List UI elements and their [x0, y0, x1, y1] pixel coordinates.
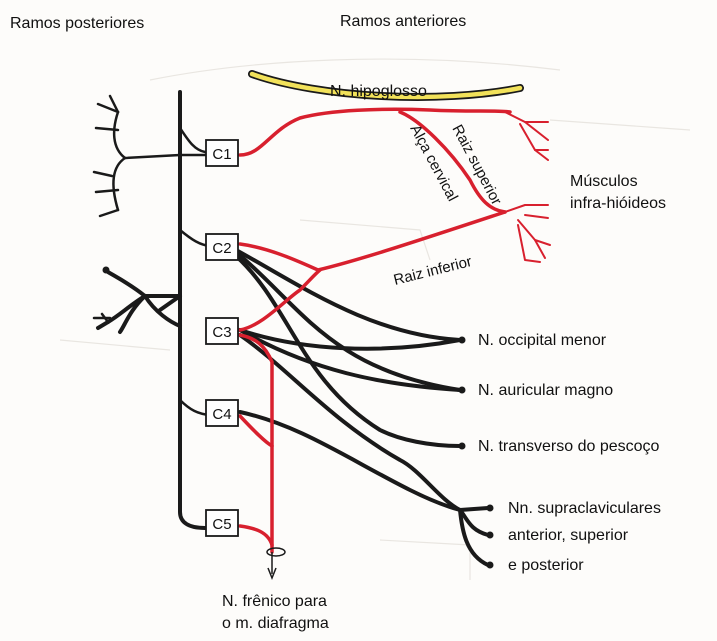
- heading-anterior: Ramos anteriores: [340, 13, 466, 30]
- label-supraclav-line1: Nn. supraclaviculares: [508, 500, 661, 517]
- label-inferior-root: Raiz inferior: [392, 253, 474, 289]
- segment-c3: C3: [205, 317, 239, 345]
- label-great-auricular: N. auricular magno: [478, 382, 613, 399]
- hypoglossal-nerve: [248, 70, 524, 101]
- segment-c4-label: C4: [212, 406, 231, 423]
- phrenic-end: [266, 547, 286, 581]
- segment-c1: C1: [205, 139, 239, 167]
- segment-c3-label: C3: [212, 324, 231, 341]
- label-supraclav-line3: e posterior: [508, 557, 584, 574]
- heading-posterior: Ramos posteriores: [10, 15, 144, 32]
- label-lesser-occipital: N. occipital menor: [478, 332, 607, 349]
- label-transverse-cervical: N. transverso do pescoço: [478, 438, 660, 455]
- segment-c2-label: C2: [212, 240, 231, 257]
- label-phrenic-line1: N. frênico para: [222, 593, 327, 610]
- black-branches: [178, 228, 494, 569]
- segment-c4: C4: [205, 399, 239, 427]
- segment-c1-label: C1: [212, 146, 231, 163]
- segment-c2: C2: [205, 233, 239, 261]
- label-muscles-line1: Músculos: [570, 173, 638, 190]
- posterior-ramus-c1: [92, 94, 207, 218]
- spinal-trunk: [178, 90, 207, 530]
- label-hypoglossal: N. hipoglosso: [330, 83, 427, 100]
- posterior-ramus-c2-c3: [92, 266, 182, 334]
- label-muscles-line2: infra-hióideos: [570, 195, 666, 212]
- label-phrenic-line2: o m. diafragma: [222, 615, 329, 632]
- segment-c5-label: C5: [212, 516, 231, 533]
- segment-c5: C5: [205, 509, 239, 537]
- label-supraclav-line2: anterior, superior: [508, 527, 629, 544]
- red-branches: [238, 107, 551, 554]
